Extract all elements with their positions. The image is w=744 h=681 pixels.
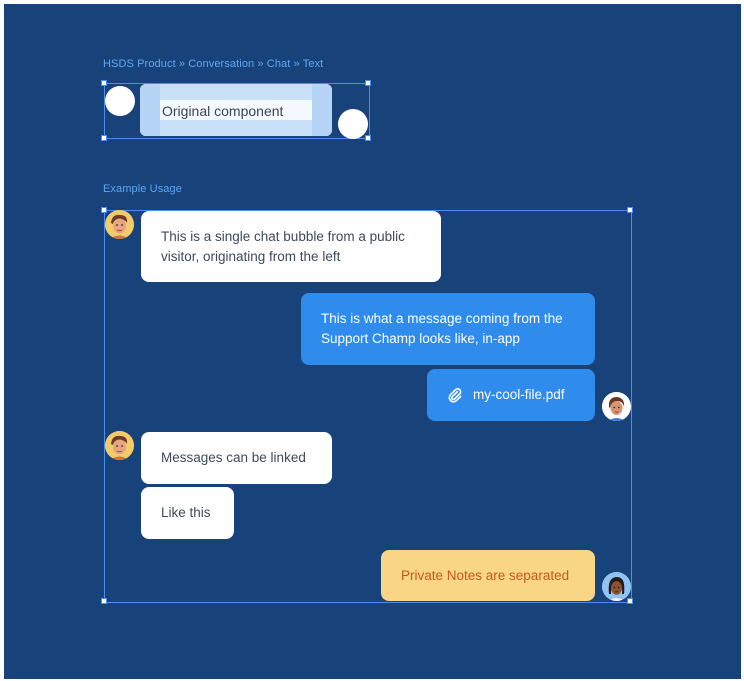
visitor-avatar [105, 431, 134, 460]
resize-handle[interactable] [101, 207, 107, 213]
visitor-chat-bubble[interactable]: Messages can be linked [141, 432, 332, 484]
agent-avatar [602, 392, 631, 421]
original-component-bubble[interactable] [140, 84, 332, 136]
attachment-chat-bubble[interactable]: my-cool-file.pdf [427, 369, 595, 421]
avatar-placeholder [105, 86, 135, 116]
resize-handle[interactable] [365, 135, 371, 141]
breadcrumb: HSDS Product » Conversation » Chat » Tex… [103, 58, 324, 70]
original-component-selection[interactable] [104, 83, 370, 139]
message-text: Like this [161, 505, 211, 520]
private-note-bubble[interactable]: Private Notes are separated [381, 550, 595, 601]
message-text: Private Notes are separated [401, 567, 570, 583]
resize-handle[interactable] [365, 80, 371, 86]
message-text: Messages can be linked [161, 450, 306, 465]
resize-handle[interactable] [627, 598, 633, 604]
visitor-chat-bubble[interactable]: This is a single chat bubble from a publ… [141, 211, 441, 282]
visitor-chat-bubble[interactable]: Like this [141, 487, 234, 539]
visitor-avatar [105, 210, 134, 239]
example-usage-selection[interactable] [104, 210, 632, 603]
resize-handle[interactable] [101, 135, 107, 141]
resize-handle[interactable] [101, 80, 107, 86]
resize-handle[interactable] [101, 598, 107, 604]
paperclip-icon [448, 388, 462, 403]
agent-chat-bubble[interactable]: This is what a message coming from the S… [301, 293, 595, 365]
example-usage-label: Example Usage [103, 183, 182, 195]
avatar-placeholder [338, 109, 368, 139]
original-component-text: Original component [162, 103, 284, 119]
resize-handle[interactable] [627, 207, 633, 213]
agent-avatar [602, 572, 631, 601]
attachment-filename: my-cool-file.pdf [473, 387, 565, 402]
